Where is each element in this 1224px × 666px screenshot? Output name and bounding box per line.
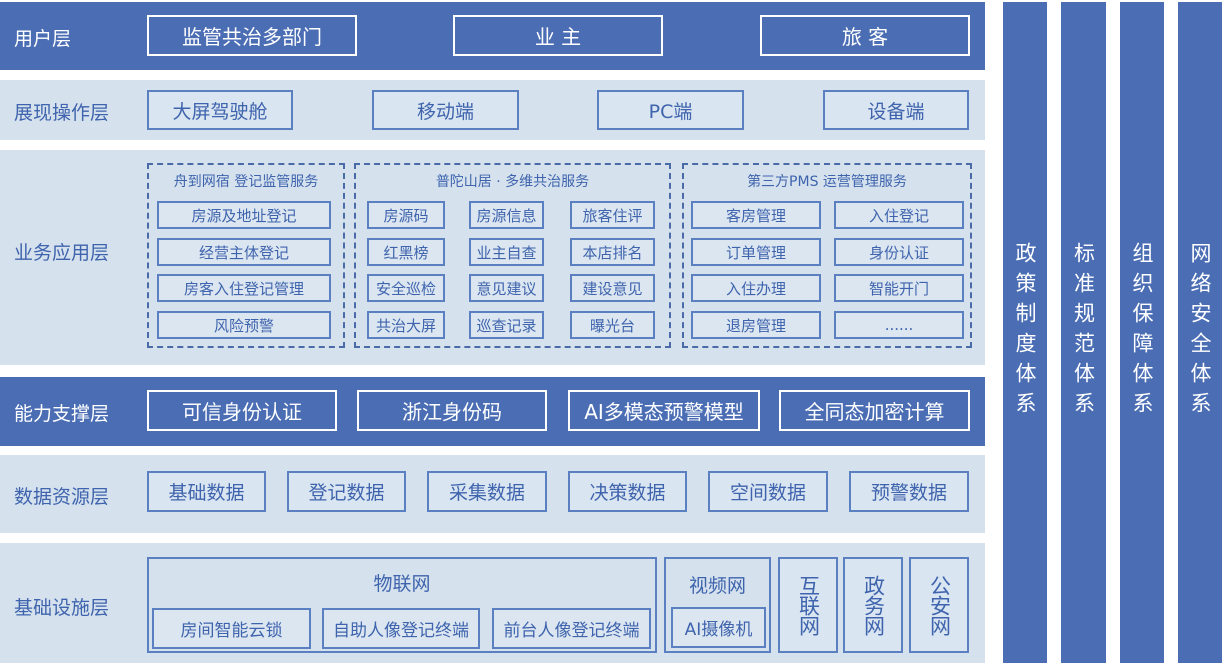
capability-box: 浙江身份码 bbox=[357, 390, 547, 431]
service-item: 巡查记录 bbox=[469, 311, 544, 339]
data-box: 采集数据 bbox=[427, 471, 547, 512]
group-title: 舟到网宿 登记监管服务 bbox=[173, 174, 319, 190]
service-item: 退房管理 bbox=[691, 311, 821, 339]
data-layer: 数据资源层 基础数据 登记数据 采集数据 决策数据 空间数据 预警数据 bbox=[0, 455, 985, 533]
layer-label: 业务应用层 bbox=[14, 242, 110, 264]
data-box: 基础数据 bbox=[147, 471, 266, 512]
service-item: 订单管理 bbox=[691, 238, 821, 266]
capability-box: 全同态加密计算 bbox=[779, 390, 970, 431]
service-item: 曝光台 bbox=[570, 311, 655, 339]
service-group: 舟到网宿 登记监管服务 房源及地址登记 经营主体登记 房客入住登记管理 风险预警 bbox=[147, 163, 345, 348]
side-column: 标准规范体系 bbox=[1061, 2, 1106, 663]
service-item: 入住办理 bbox=[691, 274, 821, 302]
iot-device: 自助人像登记终端 bbox=[322, 608, 480, 649]
display-box: 移动端 bbox=[372, 90, 519, 130]
capability-layer: 能力支撑层 可信身份认证 浙江身份码 AI多模态预警模型 全同态加密计算 bbox=[0, 377, 985, 446]
service-group: 第三方PMS 运营管理服务 客房管理入住登记订单管理身份认证入住办理智能开门退房… bbox=[682, 163, 972, 348]
data-box: 决策数据 bbox=[568, 471, 687, 512]
service-group: 普陀山居 · 多维共治服务 房源码房源信息旅客住评红黑榜业主自查本店排名安全巡检… bbox=[354, 163, 671, 348]
side-column: 网络安全体系 bbox=[1178, 2, 1222, 663]
network-box: 互联网 bbox=[778, 557, 838, 653]
capability-box: AI多模态预警模型 bbox=[568, 390, 760, 431]
service-item: 房源码 bbox=[367, 201, 445, 229]
group-title: 第三方PMS 运营管理服务 bbox=[747, 174, 907, 190]
side-column: 政策制度体系 bbox=[1003, 2, 1047, 663]
display-box: 设备端 bbox=[823, 90, 969, 130]
display-box: 大屏驾驶舱 bbox=[147, 90, 293, 130]
infra-layer: 基础设施层 物联网 房间智能云锁 自助人像登记终端 前台人像登记终端 视频网 A… bbox=[0, 543, 985, 663]
service-item: 建设意见 bbox=[570, 274, 655, 302]
iot-network-box: 物联网 房间智能云锁 自助人像登记终端 前台人像登记终端 bbox=[147, 557, 657, 653]
service-item: 身份认证 bbox=[834, 238, 964, 266]
layer-label: 用户层 bbox=[14, 28, 72, 50]
video-network-box: 视频网 AI摄像机 bbox=[664, 557, 771, 653]
layer-label: 数据资源层 bbox=[14, 486, 110, 508]
business-layer: 业务应用层 舟到网宿 登记监管服务 房源及地址登记 经营主体登记 房客入住登记管… bbox=[0, 150, 985, 365]
group-title: 普陀山居 · 多维共治服务 bbox=[435, 174, 590, 190]
service-item: 风险预警 bbox=[157, 311, 331, 339]
data-box: 空间数据 bbox=[708, 471, 828, 512]
user-box: 旅 客 bbox=[760, 15, 970, 56]
service-item: 本店排名 bbox=[570, 238, 655, 266]
side-column: 组织保障体系 bbox=[1120, 2, 1164, 663]
iot-title: 物联网 bbox=[373, 573, 431, 595]
network-label: 互联网 bbox=[796, 575, 821, 635]
network-box: 公安网 bbox=[909, 557, 969, 653]
service-item: 客房管理 bbox=[691, 201, 821, 229]
service-item: 意见建议 bbox=[469, 274, 544, 302]
capability-box: 可信身份认证 bbox=[147, 390, 337, 431]
network-label: 政务网 bbox=[861, 575, 886, 635]
layer-label: 能力支撑层 bbox=[14, 403, 110, 425]
service-item: 业主自查 bbox=[469, 238, 544, 266]
user-box: 监管共治多部门 bbox=[147, 15, 357, 56]
iot-device: 房间智能云锁 bbox=[152, 608, 311, 649]
service-item: 智能开门 bbox=[834, 274, 964, 302]
service-item: 共治大屏 bbox=[367, 311, 445, 339]
video-title: 视频网 bbox=[688, 575, 746, 597]
service-item: 经营主体登记 bbox=[157, 238, 331, 266]
service-item: ...... bbox=[834, 311, 964, 339]
layer-label: 展现操作层 bbox=[14, 102, 110, 124]
service-item: 房源及地址登记 bbox=[157, 201, 331, 229]
display-box: PC端 bbox=[597, 90, 744, 130]
user-box: 业 主 bbox=[453, 15, 663, 56]
service-item: 入住登记 bbox=[834, 201, 964, 229]
iot-device: 前台人像登记终端 bbox=[492, 608, 651, 649]
network-label: 公安网 bbox=[927, 575, 952, 635]
layer-label: 基础设施层 bbox=[14, 597, 110, 619]
data-box: 预警数据 bbox=[849, 471, 969, 512]
service-item: 安全巡检 bbox=[367, 274, 445, 302]
service-item: 房客入住登记管理 bbox=[157, 274, 331, 302]
service-item: 红黑榜 bbox=[367, 238, 445, 266]
user-layer: 用户层 监管共治多部门 业 主 旅 客 bbox=[0, 2, 985, 70]
service-item: 房源信息 bbox=[469, 201, 544, 229]
display-layer: 展现操作层 大屏驾驶舱 移动端 PC端 设备端 bbox=[0, 80, 985, 140]
data-box: 登记数据 bbox=[287, 471, 406, 512]
service-item: 旅客住评 bbox=[570, 201, 655, 229]
ai-camera: AI摄像机 bbox=[671, 607, 766, 648]
network-box: 政务网 bbox=[843, 557, 903, 653]
